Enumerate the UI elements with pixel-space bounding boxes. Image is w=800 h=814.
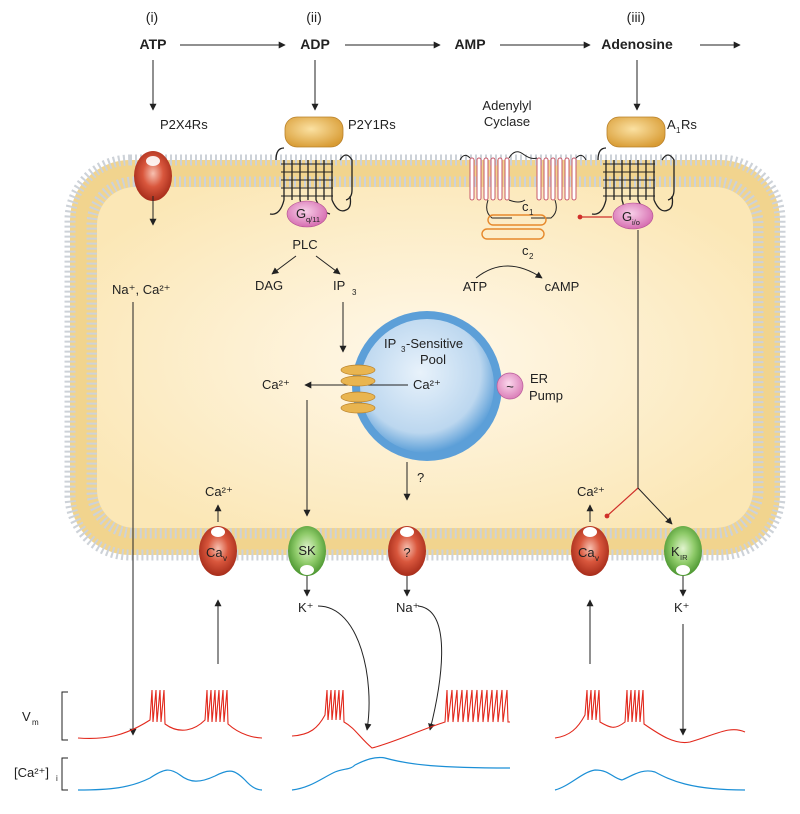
adenylyl-cyclase: Adenylyl Cyclase c 1 c 2 ATP cAMP xyxy=(459,98,587,294)
dag-label: DAG xyxy=(255,278,283,293)
p2x4-label: P2X4Rs xyxy=(160,117,208,132)
na-ca-influx-label: Na⁺, Ca²⁺ xyxy=(112,282,171,297)
svg-text:3: 3 xyxy=(401,345,406,354)
amp-label: AMP xyxy=(454,36,485,52)
unknown-channel: ? Na⁺ xyxy=(388,526,443,731)
svg-text:v: v xyxy=(223,554,227,563)
ion-channel-icon xyxy=(134,151,172,201)
c1-label: c xyxy=(522,199,529,214)
calcium-traces xyxy=(77,756,746,791)
ip3-sensitive-er-pool: IP 3 -Sensitive Pool Ca²⁺ Ca²⁺ ~ ER Pump… xyxy=(262,311,563,501)
plc-label: PLC xyxy=(292,237,317,252)
sk-channel: SK K⁺ xyxy=(288,400,372,731)
svg-text:SK: SK xyxy=(298,543,316,558)
er-calcium-label: Ca²⁺ xyxy=(413,377,441,392)
step-iii-label: (iii) xyxy=(627,9,646,25)
released-calcium-label: Ca²⁺ xyxy=(262,377,290,392)
trace-labels: V m [Ca²⁺] i xyxy=(14,691,68,791)
arrow-icon xyxy=(417,605,443,731)
c2-label: c xyxy=(522,243,529,258)
vm-trace-adp xyxy=(291,689,510,749)
step-labels: (i) (ii) (iii) xyxy=(146,9,646,25)
er-pump-icon xyxy=(496,372,524,400)
arrow-icon xyxy=(317,605,372,731)
vm-traces xyxy=(77,689,746,749)
receptor-ligand-domain xyxy=(606,116,666,148)
svg-text:1: 1 xyxy=(529,208,534,217)
cav-channel-right: Ca²⁺ Ca v xyxy=(571,484,609,664)
gio-protein xyxy=(612,202,654,230)
nucleotide-chain: ATP ADP AMP Adenosine xyxy=(140,36,741,111)
vm-trace-atp xyxy=(77,689,263,739)
er-pump-label: ER xyxy=(530,371,548,386)
ca-trace-adp xyxy=(291,756,511,791)
ion-channel-icon xyxy=(571,526,609,576)
kir-potassium-label: K⁺ xyxy=(674,600,690,615)
a1-receptor: A 1 Rs G i/o xyxy=(577,116,697,525)
svg-text:Pump: Pump xyxy=(529,388,563,403)
ca-trace-adenosine xyxy=(554,769,746,791)
svg-text:~: ~ xyxy=(506,379,514,394)
ion-channel-icon xyxy=(664,526,702,576)
svg-text:Ca²⁺: Ca²⁺ xyxy=(205,484,233,499)
pool-label: IP xyxy=(384,336,396,351)
vm-trace-adenosine xyxy=(554,689,746,744)
cai-label: [Ca²⁺] xyxy=(14,765,49,780)
svg-text:K: K xyxy=(671,544,680,559)
svg-text:i/o: i/o xyxy=(632,218,640,227)
sk-potassium-label: K⁺ xyxy=(298,600,314,615)
ion-channel-icon xyxy=(288,526,326,576)
cyclase-label: Cyclase xyxy=(484,114,530,129)
pool-label-line2: Pool xyxy=(420,352,446,367)
svg-text:G: G xyxy=(622,209,632,224)
camp-label: cAMP xyxy=(545,279,580,294)
svg-text:Ca: Ca xyxy=(578,545,595,560)
unknown-pathway-label: ? xyxy=(417,470,424,485)
svg-text:-Sensitive: -Sensitive xyxy=(406,336,463,351)
step-i-label: (i) xyxy=(146,9,158,25)
arrow-icon xyxy=(315,255,341,275)
arrow-icon xyxy=(637,487,673,525)
svg-text:?: ? xyxy=(403,545,410,560)
adenylyl-label: Adenylyl xyxy=(482,98,531,113)
svg-text:Ca²⁺: Ca²⁺ xyxy=(577,484,605,499)
receptor-ligand-domain xyxy=(284,116,344,148)
svg-text:1: 1 xyxy=(676,126,681,135)
svg-text:m: m xyxy=(32,718,39,727)
gq11-protein xyxy=(286,200,328,228)
p2y1-label: P2Y1Rs xyxy=(348,117,396,132)
p2x4-receptor: P2X4Rs Na⁺, Ca²⁺ xyxy=(112,117,208,736)
ip3-receptor-channel xyxy=(340,364,376,414)
svg-text:3: 3 xyxy=(352,288,357,297)
adenosine-label: Adenosine xyxy=(601,36,673,52)
vm-label: V xyxy=(22,709,31,724)
cav-channel-left: Ca²⁺ Ca v xyxy=(199,484,237,664)
kir-channel: K IR K⁺ xyxy=(664,526,702,736)
svg-text:q/11: q/11 xyxy=(306,215,320,224)
svg-text:Rs: Rs xyxy=(681,117,697,132)
atp-label: ATP xyxy=(140,36,167,52)
svg-text:v: v xyxy=(595,554,599,563)
inhibition-icon xyxy=(604,487,639,519)
p2y1-receptor: P2Y1Rs G q/11 PLC DAG IP 3 xyxy=(255,116,396,353)
step-ii-label: (ii) xyxy=(306,9,322,25)
ip3-label: IP xyxy=(333,278,345,293)
svg-text:G: G xyxy=(296,206,306,221)
arrow-icon xyxy=(475,265,543,279)
unknown-sodium-label: Na⁺ xyxy=(396,600,419,615)
atp-substrate-label: ATP xyxy=(463,279,487,294)
svg-text:2: 2 xyxy=(529,252,534,261)
arrow-icon xyxy=(271,255,297,275)
a1-label: A xyxy=(667,117,676,132)
ion-channel-icon xyxy=(388,526,426,576)
svg-text:IR: IR xyxy=(680,553,688,562)
svg-text:i: i xyxy=(56,774,58,783)
adp-label: ADP xyxy=(300,36,330,52)
svg-text:Ca: Ca xyxy=(206,545,223,560)
ca-trace-atp xyxy=(77,769,263,791)
ion-channel-icon xyxy=(199,526,237,576)
